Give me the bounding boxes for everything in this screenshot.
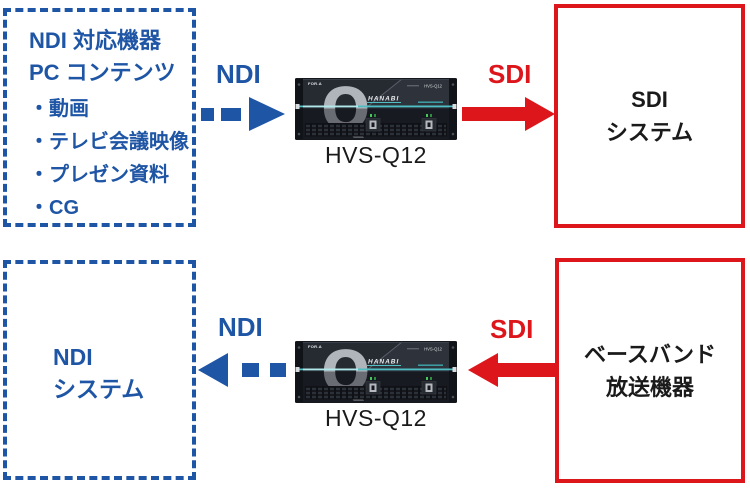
teal-subtext [418, 364, 443, 366]
connector-module [365, 114, 381, 132]
ndi-system-line2: システム [53, 376, 145, 402]
handle-right [452, 367, 457, 372]
hvs-q12-device-top: Q [295, 78, 457, 140]
screw-icon [451, 83, 455, 86]
arrowhead-left-icon [198, 353, 228, 387]
device-caption-bottom: HVS-Q12 [325, 405, 427, 431]
model-text: HVS-Q12 [424, 347, 443, 352]
led-indicator [426, 377, 428, 380]
led-indicator [374, 377, 376, 380]
ndi-system-box: NDI システム [3, 260, 196, 480]
screw-icon [451, 395, 455, 399]
diagonal-accent-line [364, 78, 403, 109]
arrowhead-left-icon [468, 353, 498, 387]
faceplate-diagonal-panel [365, 79, 449, 109]
rack-switcher-illustration: Q [295, 78, 457, 140]
sdi-system-line1: SDI [631, 87, 668, 112]
sdi-system-box: SDI システム [554, 4, 745, 228]
baseband-line2: 放送機器 [605, 374, 694, 400]
handle-right [452, 104, 457, 109]
ndi-label-bottom: NDI [218, 312, 263, 342]
ndi-source-box: NDI 対応機器 PC コンテンツ ・動画 ・テレビ会議映像 ・プレゼン資料 ・… [3, 8, 196, 227]
teal-line-glint [303, 105, 358, 108]
led-indicator [370, 114, 372, 117]
arrow-shaft [462, 107, 525, 121]
screw-icon [297, 132, 301, 136]
screw-icon [297, 346, 301, 349]
faceplate-diagonal-panel [365, 342, 449, 372]
handle-left [295, 104, 300, 109]
model-text: HVS-Q12 [424, 84, 443, 89]
source-bullet-conference: ・テレビ会議映像 [29, 131, 189, 153]
hanabi-logo: HANABI [368, 359, 399, 366]
for-a-logo: FOR.A [308, 344, 322, 349]
hvs-q12-device-bottom: Q [295, 341, 457, 403]
screw-icon [451, 346, 455, 349]
source-bullet-video: ・動画 [29, 98, 89, 120]
hanabi-underline [367, 365, 401, 366]
source-bullet-cg: ・CG [29, 197, 79, 219]
led-indicator [430, 114, 432, 117]
led-indicator [370, 377, 372, 380]
arrow-dash [201, 108, 214, 121]
ndi-system-line1: NDI [53, 344, 93, 370]
diagonal-accent-line [364, 341, 403, 372]
teal-line [296, 105, 456, 108]
source-box-title-line2: PC コンテンツ [29, 60, 176, 85]
connector-module [365, 377, 381, 395]
hanabi-logo: HANABI [368, 96, 399, 103]
source-box-title-line1: NDI 対応機器 [29, 28, 162, 53]
source-bullet-presentation: ・プレゼン資料 [29, 164, 169, 186]
for-a-logo: FOR.A [308, 81, 322, 86]
ndi-label-top: NDI [216, 59, 261, 89]
connector-module [421, 114, 437, 132]
baseband-equipment-box: ベースバンド 放送機器 [555, 258, 745, 483]
teal-line [296, 368, 456, 371]
sdi-system-line2: システム [605, 120, 694, 145]
screw-icon [297, 83, 301, 86]
teal-line-glint [303, 368, 358, 371]
led-indicator [374, 114, 376, 117]
led-indicator [430, 377, 432, 380]
model-dash [407, 85, 419, 87]
teal-subtext [418, 101, 443, 103]
arrow-shaft [498, 363, 555, 377]
top-bevel [303, 79, 449, 80]
arrow-dash [242, 363, 259, 377]
source-box-bullet-list: ・動画 ・テレビ会議映像 ・プレゼン資料 ・CG [29, 93, 192, 225]
top-bevel [303, 342, 449, 343]
baseband-line1: ベースバンド [583, 341, 716, 367]
handle-left [295, 367, 300, 372]
arrow-dash [270, 363, 286, 377]
sdi-label-bottom: SDI [490, 314, 534, 344]
rack-switcher-illustration: Q [295, 341, 457, 403]
device-caption-top: HVS-Q12 [325, 142, 427, 168]
hanabi-underline [367, 102, 401, 103]
led-indicator [426, 114, 428, 117]
arrowhead-right-icon [525, 97, 555, 131]
arrow-dash [221, 108, 241, 121]
screw-icon [451, 132, 455, 136]
arrowhead-right-icon [249, 97, 285, 131]
sdi-label-top: SDI [488, 59, 532, 89]
model-dash [407, 348, 419, 350]
connector-module [421, 377, 437, 395]
screw-icon [297, 395, 301, 399]
